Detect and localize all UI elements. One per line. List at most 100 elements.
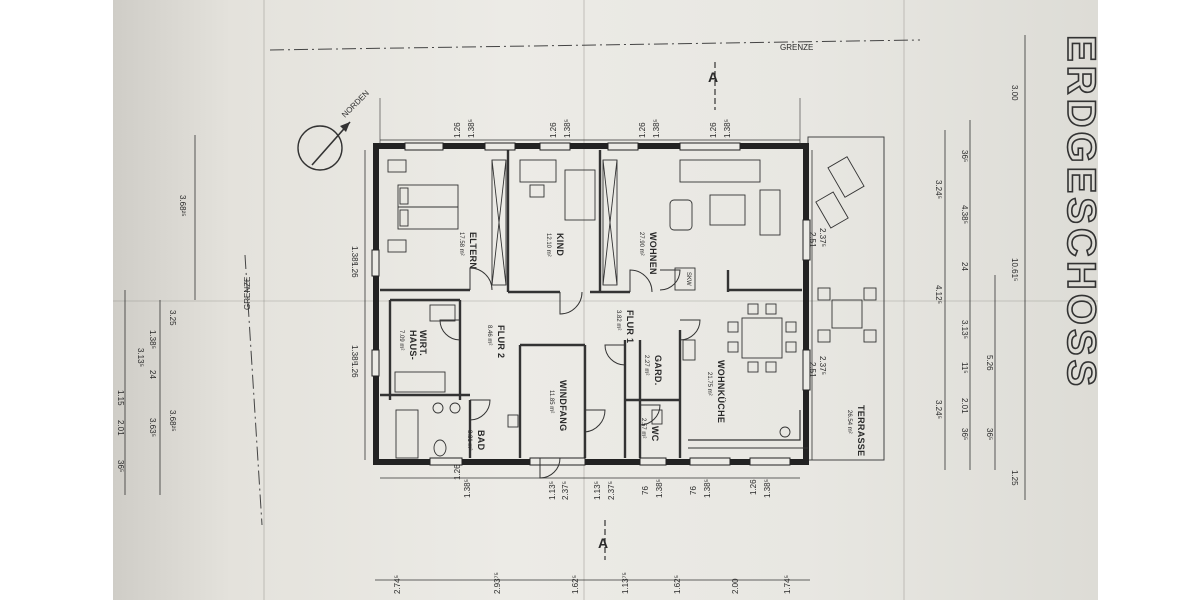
room-area-flur1: 3.82 m² — [615, 310, 621, 330]
dim-left: 1.38⁵ — [350, 246, 359, 265]
section-marker-bottom: A — [598, 520, 608, 560]
north-arrow-icon — [297, 121, 351, 171]
boundary-line-left — [244, 254, 263, 526]
interior-walls — [380, 150, 802, 458]
dim-bottom: 1.26 — [749, 479, 758, 495]
dim-left-outer: 1.38⁵ — [148, 330, 157, 349]
furniture — [387, 156, 877, 459]
room-area-terrasse: 26.54 m² — [846, 410, 852, 434]
dim-left-outer: 3.25 — [168, 310, 177, 326]
dim-right: 2.51 — [808, 232, 817, 248]
room-labels: ELTERN 17.58 m² KIND 12.10 m² WOHNEN 27.… — [398, 232, 866, 456]
dimension-line-right-wall: 2.37⁵ 2.51 2.37⁵ 2.51 — [808, 150, 827, 460]
boundary-line-top — [269, 39, 921, 51]
room-name-flur1: FLUR 1 — [625, 310, 635, 343]
dim-top: 1.26 — [453, 122, 462, 138]
room-area-hauswirt: 7.09 m² — [398, 330, 404, 350]
dim-left: 1.26 — [350, 262, 359, 278]
dim-bottom: 1.38⁵ — [763, 479, 772, 498]
dim-top: 1.38⁵ — [652, 119, 661, 138]
dim-left-outer: 2.01 — [116, 420, 125, 436]
dim-top: 1.38⁵ — [467, 119, 476, 138]
dim-bottom: 76 — [641, 486, 650, 495]
room-area-wc: 2.57 m² — [640, 418, 646, 438]
dim-bottom: 1.38⁵ — [463, 479, 472, 498]
room-name-haus: HAUS- — [408, 330, 418, 360]
dimension-line-bottom: 1.26 1.38⁵ 1.13⁵ 2.37⁵ 1.13⁵ 2.37⁵ 76 1.… — [380, 464, 800, 500]
dim-bottom: 1.13⁵ — [548, 481, 557, 500]
dim-left: 1.26 — [350, 362, 359, 378]
room-area-kind: 12.10 m² — [545, 233, 551, 257]
room-name-eltern: ELTERN — [468, 232, 478, 269]
dim-left-outer: 3.68²⁵ — [178, 195, 187, 217]
dim-bottom-outer: 1.62⁵ — [673, 575, 682, 594]
dim-bottom: 1.13⁵ — [593, 481, 602, 500]
room-area-flur2: 8.46 m² — [486, 325, 492, 345]
room-area-wohnen: 27.90 m² — [638, 232, 644, 256]
dim-bottom: 2.37⁵ — [607, 481, 616, 500]
dim-right-outer: 24 — [960, 262, 969, 271]
dim-right-outer: 36⁵ — [960, 150, 969, 162]
dim-left-outer: 1.15 — [116, 390, 125, 406]
dim-bottom: 1.38⁵ — [703, 479, 712, 498]
dim-bottom: 76 — [689, 486, 698, 495]
room-name-gard: GARD. — [653, 355, 663, 386]
dimension-line-left-wall: 1.38⁵ 1.26 1.38⁵ 1.26 — [350, 150, 366, 460]
room-name-bad: BAD — [476, 430, 486, 451]
dim-right-outer: 3.00 — [1010, 85, 1019, 101]
dim-bottom-outer: 1.62⁵ — [571, 575, 580, 594]
paper-fold — [113, 300, 1098, 302]
dim-bottom-outer: 1.13⁷⁵ — [621, 572, 630, 594]
dim-top: 1.26 — [709, 122, 718, 138]
room-area-wohnkueche: 21.75 m² — [706, 372, 712, 396]
dim-right-outer: 36⁵ — [960, 428, 969, 440]
dim-bottom-outer: 1.74⁵ — [783, 575, 792, 594]
dim-right-outer: 4.12⁵ — [934, 285, 943, 304]
room-area-eltern: 17.58 m² — [458, 232, 464, 256]
dim-left-outer: 36⁵ — [116, 460, 125, 472]
room-name-flur2: FLUR 2 — [496, 325, 506, 358]
room-name-kind: KIND — [555, 233, 565, 256]
dim-bottom: 2.37⁵ — [561, 481, 570, 500]
paper-fold — [583, 0, 585, 600]
boundary-label-top: GRENZE — [780, 43, 813, 52]
dim-right-outer: 5.26 — [985, 355, 994, 371]
dim-left-outer: 3.13⁵ — [136, 348, 145, 367]
dim-left-outer: 3.68²⁵ — [168, 410, 177, 432]
north-label: NORDEN — [340, 88, 371, 119]
room-name-windfang: WINDFANG — [558, 380, 568, 431]
dim-right-outer: 36⁵ — [985, 428, 994, 440]
dim-top: 1.26 — [638, 122, 647, 138]
dimension-line-right-outer — [944, 35, 1026, 500]
plan-sheet — [113, 0, 1098, 600]
dim-right-outer: 2.01 — [960, 398, 969, 414]
dim-bottom-outer: 2.93⁷⁵ — [493, 572, 502, 594]
room-name-terrasse: TERRASSE — [856, 405, 866, 456]
dim-top: 1.38⁵ — [563, 119, 572, 138]
dim-left-outer: 24 — [148, 370, 157, 379]
dim-right-outer: 10.61⁵ — [1010, 258, 1019, 281]
dim-right-outer: 11⁵ — [960, 362, 969, 374]
drawing-title: ERDGESCHOSS — [1059, 35, 1103, 390]
dim-right-outer: 1.25 — [1010, 470, 1019, 486]
room-area-gard: 2.27 m² — [643, 355, 649, 375]
dimension-line-left-outer — [124, 135, 196, 495]
room-area-bad: 8.31 m² — [466, 430, 472, 450]
dim-right: 2.37⁵ — [818, 228, 827, 247]
exterior-walls — [373, 143, 809, 465]
dim-right: 2.51 — [808, 362, 817, 378]
windows — [371, 142, 811, 466]
room-area-windfang: 11.85 m² — [548, 390, 554, 413]
boundary-label-left: GRENZE — [243, 277, 252, 310]
dim-bottom: 1.38⁵ — [655, 479, 664, 498]
dim-right-outer: 3.24⁵ — [934, 400, 943, 419]
room-name-wc: WC — [650, 426, 660, 442]
equipment-label: SKW — [685, 272, 691, 286]
room-name-wohnkueche: WOHNKÜCHE — [716, 360, 726, 423]
paper-fold — [263, 0, 265, 600]
dim-left-outer: 3.63⁵ — [148, 418, 157, 437]
dim-right: 2.37⁵ — [818, 356, 827, 375]
dim-top: 1.38⁵ — [723, 119, 732, 138]
section-marker-label: A — [598, 535, 608, 551]
